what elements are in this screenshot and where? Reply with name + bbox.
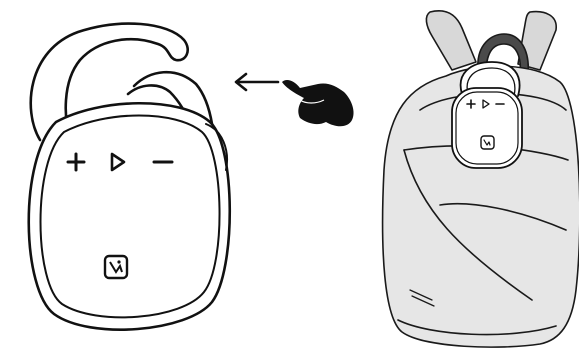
carabiner-clip-icon bbox=[29, 22, 189, 142]
small-buttons bbox=[466, 99, 505, 109]
bluetooth-hand-icon bbox=[103, 254, 129, 280]
left-shoulder-strap bbox=[425, 10, 477, 71]
volume-up-icon[interactable] bbox=[66, 152, 86, 172]
backpack-body bbox=[381, 65, 579, 348]
play-icon[interactable] bbox=[110, 152, 126, 172]
speaker-small bbox=[451, 61, 523, 169]
speaker-body bbox=[27, 101, 232, 331]
speaker-large bbox=[27, 22, 232, 331]
gesture-indicator bbox=[234, 72, 354, 127]
left-arrow-icon bbox=[234, 72, 280, 92]
backpack bbox=[381, 10, 579, 348]
speaker-buttons bbox=[66, 152, 174, 172]
pointing-hand-icon bbox=[282, 80, 354, 127]
